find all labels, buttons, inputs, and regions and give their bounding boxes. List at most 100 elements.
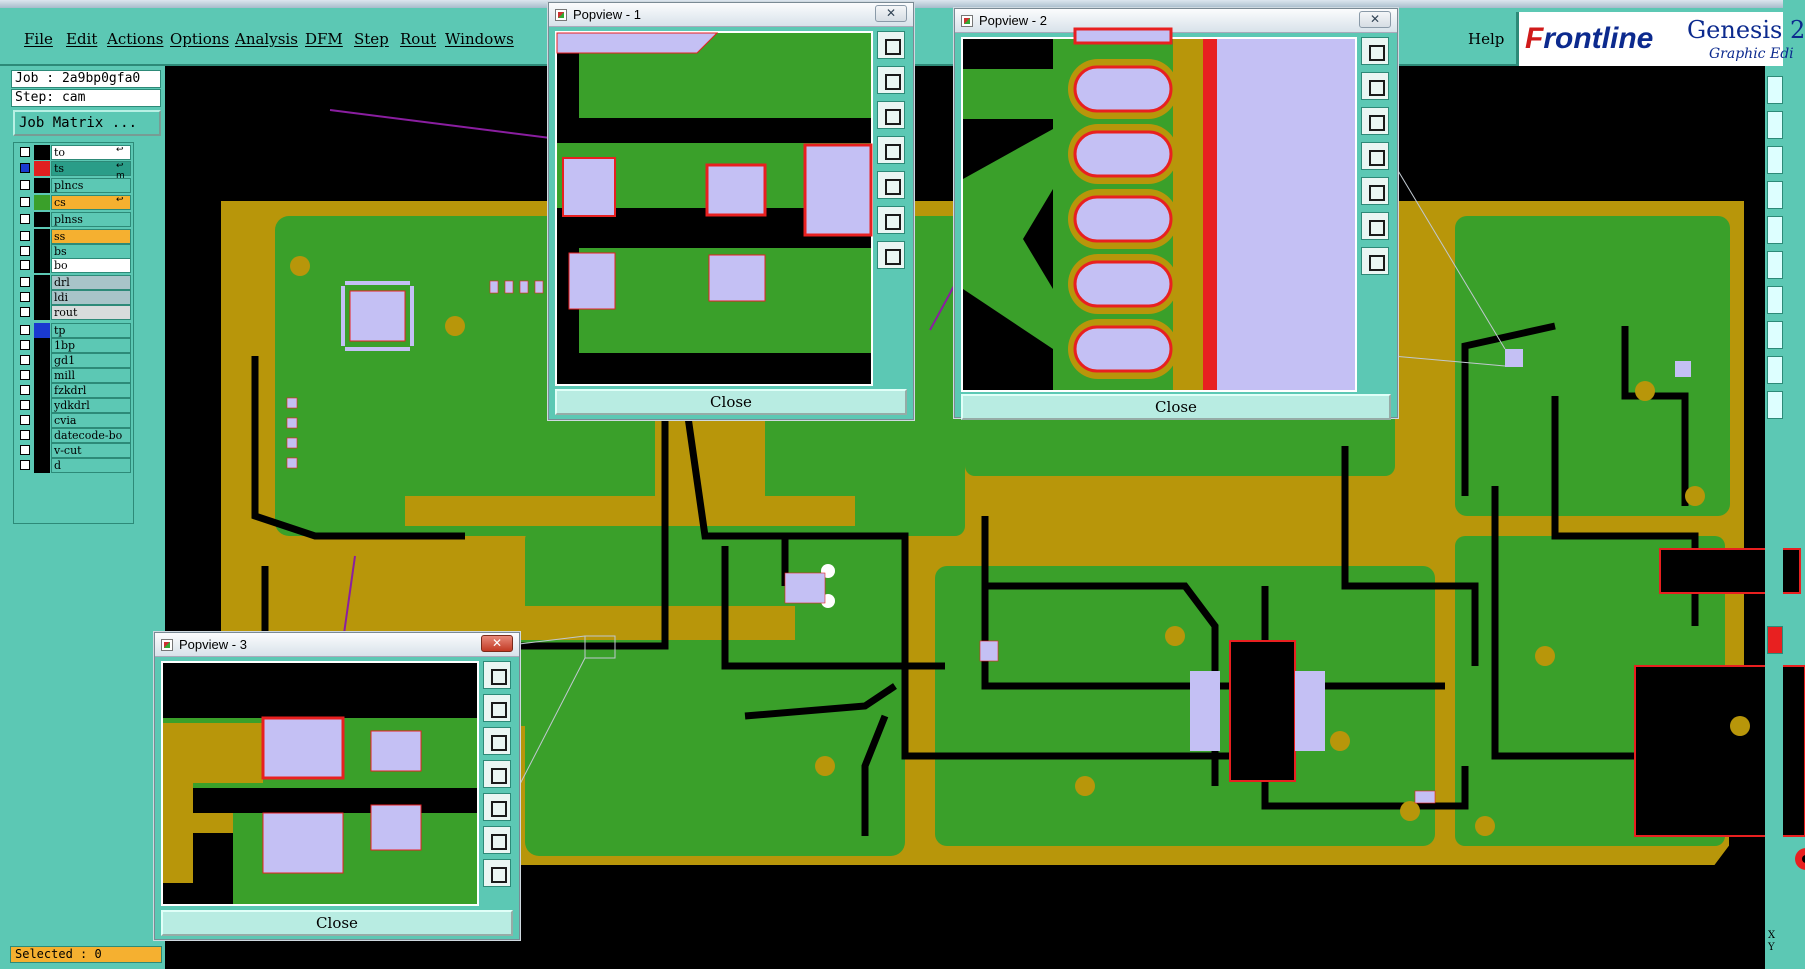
- popview-1-close-icon[interactable]: ✕: [875, 5, 907, 22]
- layer-name[interactable]: 1bp: [51, 338, 131, 353]
- right-tool-button[interactable]: [1767, 251, 1783, 279]
- layer-row-datecode-bo[interactable]: datecode-bo: [16, 428, 133, 443]
- layer-name[interactable]: rout: [51, 305, 131, 320]
- layer-checkbox[interactable]: [20, 430, 30, 440]
- right-tool-button[interactable]: [1767, 111, 1783, 139]
- layer-name[interactable]: datecode-bo: [51, 428, 131, 443]
- pan-up-icon[interactable]: [1361, 72, 1389, 100]
- popview-2-view[interactable]: [961, 27, 1357, 392]
- layer-row-plnss[interactable]: plnss: [16, 212, 133, 227]
- zoom-in-icon[interactable]: [1361, 37, 1389, 65]
- right-tool-button[interactable]: [1767, 216, 1783, 244]
- layer-checkbox[interactable]: [20, 292, 30, 302]
- right-tool-button[interactable]: [1767, 391, 1783, 419]
- layer-row-bo[interactable]: bo: [16, 258, 133, 273]
- layer-name[interactable]: ss: [51, 229, 131, 244]
- layer-name[interactable]: cs: [51, 195, 131, 210]
- layer-row-fzkdrl[interactable]: fzkdrl: [16, 383, 133, 398]
- layer-row-drl[interactable]: drl: [16, 275, 133, 290]
- menu-help[interactable]: Help: [1468, 30, 1505, 48]
- popview-1-view[interactable]: [555, 31, 873, 386]
- pan-down-icon[interactable]: [1361, 107, 1389, 135]
- zoom-out-icon[interactable]: [877, 241, 905, 269]
- pan-right-icon[interactable]: [483, 793, 511, 821]
- layer-checkbox[interactable]: [20, 415, 30, 425]
- layer-checkbox[interactable]: [20, 460, 30, 470]
- zoom-fit-icon[interactable]: [1361, 212, 1389, 240]
- menu-step[interactable]: Step: [354, 30, 389, 48]
- popview-3-titlebar[interactable]: Popview - 3 ✕: [155, 633, 519, 657]
- layer-row-tp[interactable]: tp: [16, 323, 133, 338]
- pan-left-icon[interactable]: [877, 136, 905, 164]
- menu-actions[interactable]: Actions: [107, 30, 164, 48]
- zoom-fit-icon[interactable]: [483, 826, 511, 854]
- layer-row-v-cut[interactable]: v-cut: [16, 443, 133, 458]
- layer-checkbox[interactable]: [20, 214, 30, 224]
- popview-2-close-icon[interactable]: ✕: [1359, 11, 1391, 28]
- layer-row-rout[interactable]: rout: [16, 305, 133, 320]
- layer-checkbox[interactable]: [20, 355, 30, 365]
- layer-checkbox[interactable]: [20, 197, 30, 207]
- layer-checkbox[interactable]: [20, 147, 30, 157]
- layer-name[interactable]: bs: [51, 244, 131, 259]
- pan-up-icon[interactable]: [483, 694, 511, 722]
- menu-file[interactable]: File: [24, 30, 53, 48]
- layer-row-d[interactable]: d: [16, 458, 133, 473]
- popview-3-close-icon[interactable]: ✕: [481, 635, 513, 652]
- zoom-in-icon[interactable]: [877, 31, 905, 59]
- layer-checkbox[interactable]: [20, 400, 30, 410]
- zoom-out-icon[interactable]: [1361, 247, 1389, 275]
- pan-right-icon[interactable]: [1361, 177, 1389, 205]
- pan-down-icon[interactable]: [877, 101, 905, 129]
- layer-row-1bp[interactable]: 1bp: [16, 338, 133, 353]
- layer-name[interactable]: ts: [51, 161, 131, 176]
- job-matrix-button[interactable]: Job Matrix ...: [13, 110, 161, 136]
- popview-1-close-button[interactable]: Close: [555, 389, 907, 415]
- right-tool-button[interactable]: [1767, 626, 1783, 654]
- pan-down-icon[interactable]: [483, 727, 511, 755]
- layer-checkbox[interactable]: [20, 385, 30, 395]
- layer-row-mill[interactable]: mill: [16, 368, 133, 383]
- layer-row-ss[interactable]: ss: [16, 229, 133, 244]
- layer-name[interactable]: to: [51, 145, 131, 160]
- layer-row-cvia[interactable]: cvia: [16, 413, 133, 428]
- menu-rout[interactable]: Rout: [400, 30, 437, 48]
- layer-name[interactable]: plnss: [51, 212, 131, 227]
- right-tool-button[interactable]: [1767, 181, 1783, 209]
- layer-name[interactable]: ldi: [51, 290, 131, 305]
- layer-name[interactable]: cvia: [51, 413, 131, 428]
- layer-name[interactable]: ydkdrl: [51, 398, 131, 413]
- pan-up-icon[interactable]: [877, 66, 905, 94]
- right-tool-button[interactable]: [1767, 76, 1783, 104]
- menu-windows[interactable]: Windows: [445, 30, 514, 48]
- zoom-out-icon[interactable]: [483, 859, 511, 887]
- zoom-in-icon[interactable]: [483, 661, 511, 689]
- popview-2-titlebar[interactable]: Popview - 2 ✕: [955, 9, 1397, 33]
- popview-3-view[interactable]: [161, 661, 479, 906]
- layer-name[interactable]: bo: [51, 258, 131, 273]
- popview-3-close-button[interactable]: Close: [161, 910, 513, 936]
- layer-row-bs[interactable]: bs: [16, 244, 133, 259]
- layer-name[interactable]: gd1: [51, 353, 131, 368]
- layer-checkbox[interactable]: [20, 260, 30, 270]
- layer-row-ydkdrl[interactable]: ydkdrl: [16, 398, 133, 413]
- layer-row-gd1[interactable]: gd1: [16, 353, 133, 368]
- layer-checkbox[interactable]: [20, 340, 30, 350]
- layer-name[interactable]: fzkdrl: [51, 383, 131, 398]
- layer-checkbox[interactable]: [20, 325, 30, 335]
- layer-checkbox[interactable]: [20, 445, 30, 455]
- layer-name[interactable]: d: [51, 458, 131, 473]
- menu-dfm[interactable]: DFM: [305, 30, 343, 48]
- right-tool-button[interactable]: [1767, 146, 1783, 174]
- layer-checkbox[interactable]: [20, 163, 30, 173]
- popview-1-titlebar[interactable]: Popview - 1 ✕: [549, 3, 913, 27]
- menu-edit[interactable]: Edit: [66, 30, 98, 48]
- layer-checkbox[interactable]: [20, 370, 30, 380]
- pan-left-icon[interactable]: [1361, 142, 1389, 170]
- layer-name[interactable]: mill: [51, 368, 131, 383]
- layer-name[interactable]: drl: [51, 275, 131, 290]
- layer-name[interactable]: v-cut: [51, 443, 131, 458]
- layer-row-ldi[interactable]: ldi: [16, 290, 133, 305]
- layer-name[interactable]: tp: [51, 323, 131, 338]
- layer-checkbox[interactable]: [20, 277, 30, 287]
